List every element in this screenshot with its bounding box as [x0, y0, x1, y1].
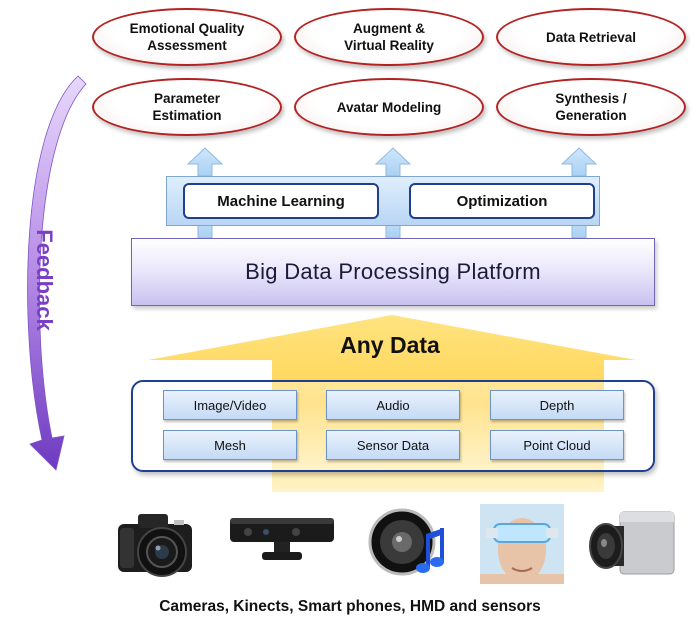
task-emotional-quality: Emotional Quality Assessment [92, 8, 282, 66]
data-type-audio: Audio [326, 390, 460, 420]
task-synthesis-generation: Synthesis / Generation [496, 78, 686, 136]
task-augment-virtual-reality: Augment & Virtual Reality [294, 8, 484, 66]
feedback-arrow [27, 75, 87, 471]
sensor-camera-icon [589, 511, 675, 575]
big-data-platform: Big Data Processing Platform [131, 238, 655, 306]
machine-learning-box: Machine Learning [183, 183, 379, 219]
data-sources-label: Cameras, Kinects, Smart phones, HMD and … [159, 598, 541, 615]
optimization-box: Optimization [409, 183, 595, 219]
camera-icon [118, 514, 192, 577]
task-avatar-modeling: Avatar Modeling [294, 78, 484, 136]
task-data-retrieval: Data Retrieval [496, 8, 686, 66]
data-type-depth: Depth [490, 390, 624, 420]
up-arrows-upper [186, 147, 598, 177]
task-parameter-estimation: Parameter Estimation [92, 78, 282, 136]
data-type-point-cloud: Point Cloud [490, 430, 624, 460]
data-type-mesh: Mesh [163, 430, 297, 460]
data-type-sensor-data: Sensor Data [326, 430, 460, 460]
kinect-icon [230, 518, 334, 560]
data-type-image-video: Image/Video [163, 390, 297, 420]
any-data-label: Any Data [340, 332, 440, 358]
speaker-music-icon [368, 508, 444, 576]
hmd-person-icon [480, 504, 564, 584]
feedback-label: Feedback [32, 229, 57, 331]
